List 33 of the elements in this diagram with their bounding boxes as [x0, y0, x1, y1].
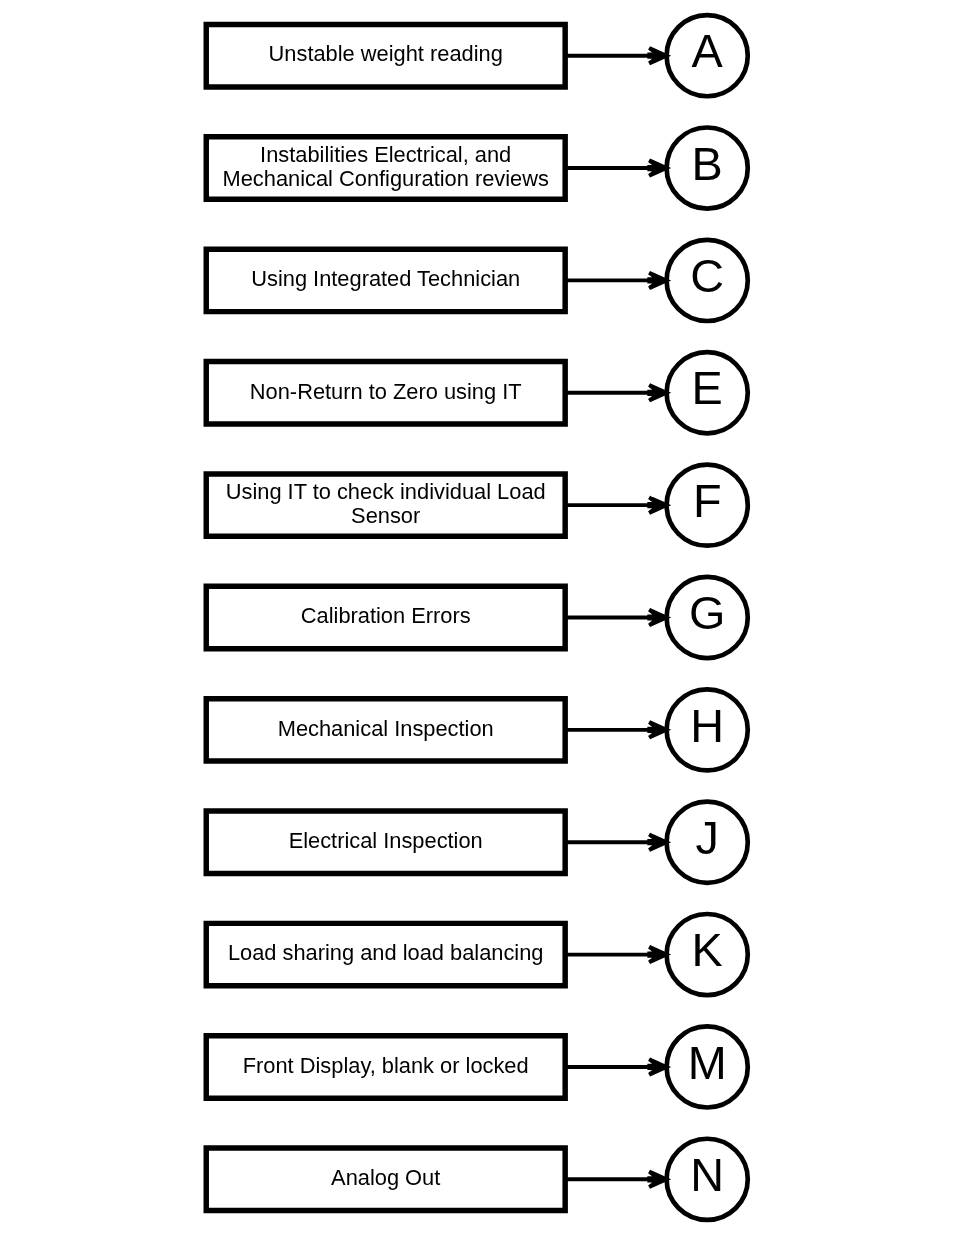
node-box: Electrical Inspection — [203, 808, 568, 877]
arrow — [565, 46, 669, 66]
node-box: Mechanical Inspection — [203, 695, 568, 764]
node-box: Non-Return to Zero using IT — [203, 358, 568, 427]
node-box: Using IT to check individual Load Sensor — [203, 471, 568, 540]
arrow — [565, 720, 669, 740]
node-box: Unstable weight reading — [203, 21, 568, 90]
node-circle: K — [664, 911, 751, 998]
node-circle: N — [664, 1136, 751, 1223]
arrow — [565, 944, 669, 965]
node-box: Analog Out — [203, 1145, 568, 1214]
arrow — [565, 1057, 669, 1077]
node-circle: E — [664, 349, 751, 436]
node-circle: G — [664, 574, 751, 661]
node-box: Using Integrated Technician — [203, 246, 568, 315]
node-box: Calibration Errors — [203, 583, 568, 652]
arrow — [565, 607, 669, 628]
node-box: Instabilities Electrical, and Mechanical Configuration reviews — [203, 134, 568, 202]
arrow — [565, 1169, 669, 1189]
node-box: Front Display, blank or locked — [203, 1033, 568, 1101]
node-circle: M — [664, 1024, 751, 1110]
node-circle: B — [664, 125, 751, 211]
node-circle: C — [664, 237, 751, 324]
arrow — [565, 495, 669, 515]
node-box: Load sharing and load balancing — [203, 920, 568, 989]
arrow — [565, 832, 669, 852]
node-circle: J — [664, 799, 751, 886]
arrow — [565, 383, 669, 403]
node-circle: F — [664, 462, 751, 549]
node-circle: A — [664, 12, 751, 99]
arrow — [565, 270, 669, 291]
node-circle: H — [664, 686, 751, 773]
arrow — [565, 158, 669, 178]
